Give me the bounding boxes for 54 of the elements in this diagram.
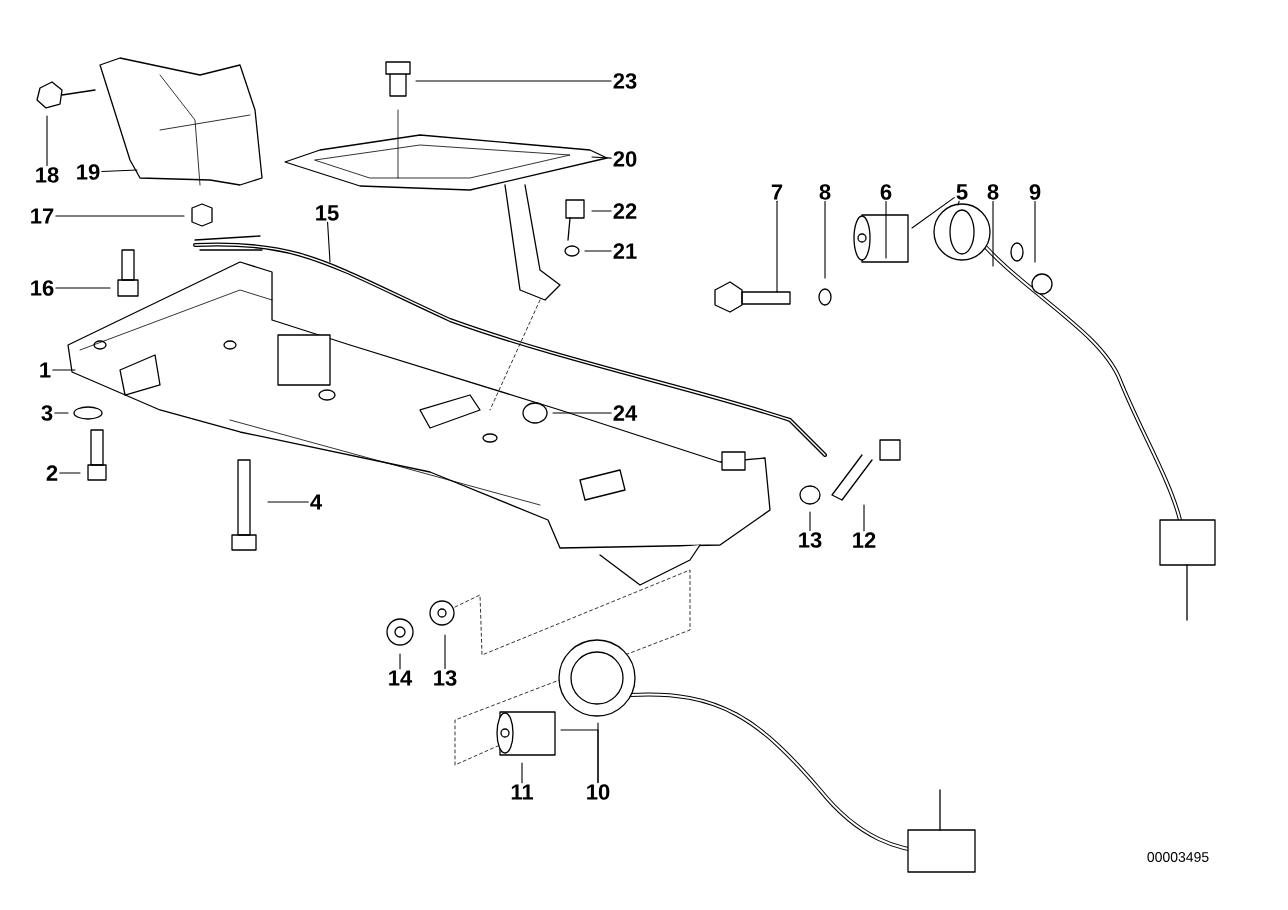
callout-number: 15: [316, 205, 339, 221]
leader-line: [824, 200, 826, 279]
callout-number: 24: [613, 405, 638, 421]
leader-line: [1034, 200, 1036, 263]
leader-line: [52, 369, 76, 371]
callout-number: 19: [77, 164, 100, 180]
callout-number: 20: [613, 151, 637, 167]
callout-number: 5: [956, 184, 968, 200]
callout-number: 8: [819, 184, 831, 200]
callout-number: 13: [434, 670, 457, 686]
callout-number: 23: [613, 73, 637, 89]
leader-line: [101, 169, 138, 172]
leader-line: [267, 501, 309, 503]
leader-line: [327, 221, 331, 263]
callout-number: 6: [880, 184, 892, 200]
leader-line: [591, 156, 612, 159]
callout-number: 16: [31, 280, 54, 296]
leader-line: [59, 472, 81, 474]
leader-line: [591, 210, 612, 212]
leader-line: [957, 200, 960, 206]
leader-line: [560, 729, 599, 784]
callout-number: 8: [987, 184, 999, 200]
leader-line: [55, 287, 111, 289]
drawing-number: 00003495: [1147, 852, 1209, 862]
leader-line: [885, 200, 887, 259]
leader-line: [911, 197, 955, 229]
callout-number: 9: [1029, 184, 1041, 200]
leader-line: [809, 511, 811, 532]
callout-number: 18: [36, 167, 59, 183]
callout-number: 21: [613, 243, 637, 259]
callout-number: 1: [40, 362, 51, 378]
callout-number: 3: [41, 405, 53, 421]
callout-number: 12: [853, 532, 876, 548]
leader-line: [415, 80, 612, 82]
leader-line: [521, 762, 523, 784]
callout-number: 10: [587, 784, 610, 800]
leader-line: [54, 412, 69, 414]
leader-line: [584, 250, 612, 252]
callout-number: 7: [771, 184, 783, 200]
leader-line: [444, 634, 446, 670]
leader-line: [399, 653, 401, 670]
leader-line: [776, 200, 778, 293]
callout-number: 2: [46, 465, 58, 481]
leader-line: [552, 412, 612, 414]
callout-number: 13: [799, 532, 822, 548]
leader-line: [992, 200, 994, 267]
callout-number: 22: [613, 203, 637, 219]
leader-line: [863, 504, 865, 532]
callout-number: 17: [31, 208, 54, 224]
leader-line: [55, 215, 185, 217]
callout-number: 14: [389, 670, 413, 686]
leader-line: [46, 115, 48, 167]
callout-number: 11: [511, 784, 533, 800]
callout-number: 4: [310, 494, 322, 510]
